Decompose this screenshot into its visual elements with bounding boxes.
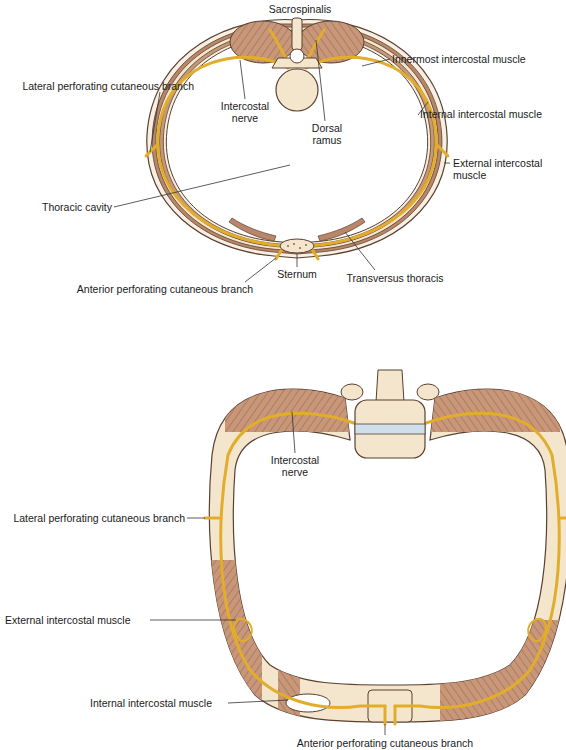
lateral-branch — [437, 145, 448, 156]
leader-line — [345, 232, 375, 270]
part-label: Intercostal nerve — [210, 100, 280, 124]
part-label: Transversus thoracis — [335, 272, 455, 284]
spinous-process — [292, 18, 302, 50]
vertebral-body — [355, 400, 425, 458]
anterior-branch — [384, 706, 387, 724]
leader-line — [292, 412, 295, 453]
intercostal-muscles — [200, 380, 566, 730]
nerves — [205, 413, 566, 724]
lateral-branch — [561, 517, 566, 520]
nerve-loop — [528, 619, 546, 641]
thorax-section-bottom — [200, 370, 566, 730]
part-label: External intercostal muscle — [453, 157, 563, 181]
leader-line — [150, 620, 236, 621]
part-label: Internal intercostal muscle — [90, 697, 228, 709]
leader-line — [150, 92, 160, 152]
transverse-process — [417, 384, 439, 400]
external-intercostal — [225, 380, 350, 432]
part-label: Dorsal ramus — [302, 122, 352, 146]
lateral-branch — [205, 517, 219, 520]
part-label: Lateral perforating cutaneous branch — [4, 80, 194, 92]
leader-line — [228, 700, 288, 703]
internal-intercostal — [278, 650, 300, 730]
intercostal-nerve — [395, 413, 559, 707]
leader-line — [297, 254, 298, 267]
spinal-canal — [290, 49, 304, 63]
leader-line — [362, 59, 390, 66]
spinous-process — [376, 370, 404, 402]
part-label: External intercostal muscle — [5, 614, 150, 626]
nerve-loop — [234, 619, 252, 641]
thoracic-cavity — [166, 36, 427, 243]
part-label: Intercostal nerve — [260, 454, 330, 478]
intercostal-nerve — [221, 413, 385, 707]
sternum — [280, 239, 314, 253]
external-intercostal — [430, 380, 560, 432]
part-label: Innermost intercostal muscle — [392, 53, 557, 65]
intervertebral-disc — [355, 424, 425, 434]
leader-line — [240, 60, 245, 99]
part-label: Anterior perforating cutaneous branch — [285, 737, 485, 749]
part-label: Sternum — [257, 268, 337, 280]
leader-line — [385, 724, 386, 735]
vertebral-body — [276, 69, 318, 111]
sternum-texture — [287, 243, 307, 249]
leader-line — [444, 163, 450, 164]
transverse-process — [341, 384, 363, 400]
leader-line — [114, 165, 290, 207]
intercostal-nerve — [306, 57, 436, 246]
leader-line — [245, 258, 276, 282]
lateral-branch — [146, 145, 157, 156]
part-label: Internal intercostal muscle — [420, 108, 565, 120]
part-label: Thoracic cavity — [12, 201, 112, 213]
part-label: Sacrospinalis — [240, 3, 360, 15]
anterior-branch — [394, 706, 397, 724]
leader-lines — [114, 40, 450, 735]
leader-line — [187, 518, 205, 519]
leader-line — [316, 40, 325, 121]
part-label: Anterior perforating cutaneous branch — [65, 283, 265, 295]
part-label: Lateral perforating cutaneous branch — [0, 512, 185, 524]
